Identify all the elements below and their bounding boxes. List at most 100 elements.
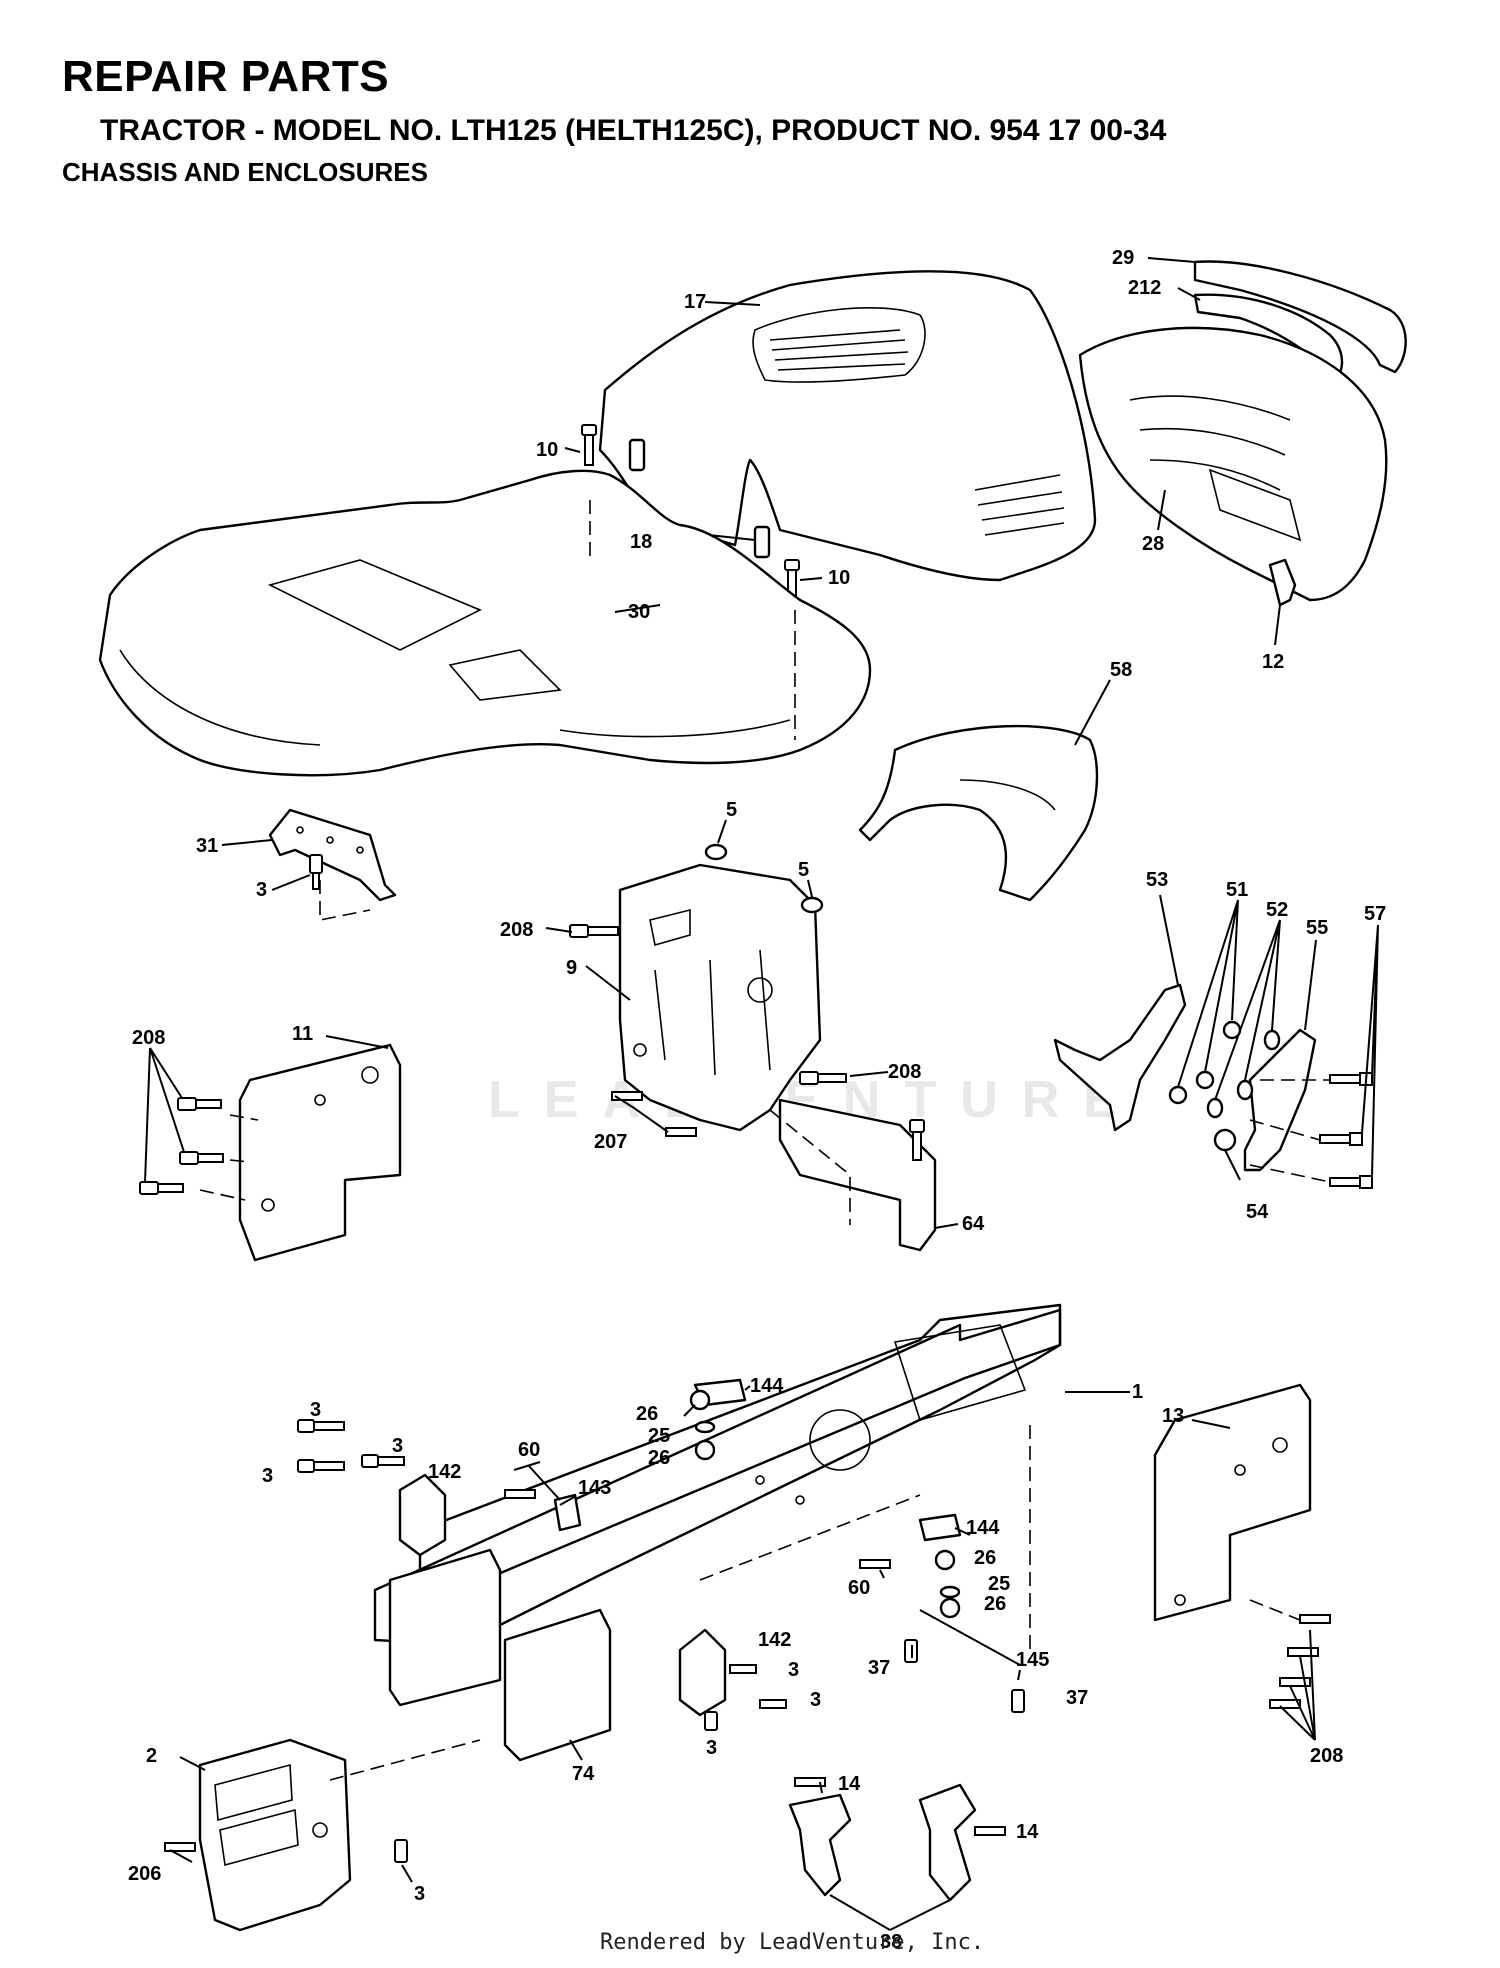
callout-28: 28 — [1142, 533, 1164, 555]
callout-37: 37 — [1066, 1687, 1088, 1709]
callout-58: 58 — [1110, 659, 1132, 681]
callout-145: 145 — [1016, 1649, 1049, 1671]
part-38-pedal-right[interactable] — [918, 1783, 977, 1902]
callout-9: 9 — [566, 957, 577, 979]
callout-3: 3 — [414, 1883, 425, 1905]
callout-13: 13 — [1162, 1405, 1184, 1427]
callout-3: 3 — [810, 1689, 821, 1711]
part-145-rod[interactable] — [919, 1609, 1021, 1666]
callout-10: 10 — [828, 567, 850, 589]
callout-60: 60 — [518, 1439, 540, 1461]
part-207-bolts[interactable] — [611, 1091, 697, 1137]
callout-64: 64 — [962, 1213, 985, 1235]
callout-17: 17 — [684, 291, 706, 313]
callout-52: 52 — [1266, 899, 1288, 921]
part-57-bolts[interactable] — [1319, 1072, 1373, 1189]
part-208-bolt-a[interactable] — [569, 924, 619, 938]
callout-142: 142 — [428, 1461, 461, 1483]
part-52-washers[interactable] — [1206, 1029, 1281, 1119]
callout-12: 12 — [1262, 651, 1284, 673]
callout-3: 3 — [310, 1399, 321, 1421]
callout-144: 144 — [966, 1517, 1000, 1539]
callout-54: 54 — [1246, 1201, 1269, 1223]
part-212-grille-insert[interactable] — [1193, 293, 1344, 382]
callout-30: 30 — [628, 601, 650, 623]
part-54-screw[interactable] — [1213, 1128, 1241, 1181]
part-29-grille-strip[interactable] — [1193, 260, 1407, 374]
part-30-fender[interactable] — [98, 469, 872, 777]
callout-26: 26 — [636, 1403, 658, 1425]
callout-25: 25 — [648, 1425, 670, 1447]
callout-3: 3 — [392, 1435, 403, 1457]
part-51-nuts[interactable] — [1168, 1020, 1242, 1105]
section-title: CHASSIS AND ENCLOSURES — [62, 157, 428, 187]
part-208-bolts-d[interactable] — [1269, 1614, 1331, 1709]
callout-208: 208 — [132, 1027, 165, 1049]
part-3-bolts-left[interactable] — [297, 1419, 787, 1731]
callout-26: 26 — [984, 1593, 1006, 1615]
part-3-bolt-a[interactable] — [309, 854, 323, 890]
callout-38: 38 — [880, 1931, 902, 1953]
callout-14: 14 — [1016, 1821, 1039, 1843]
footer-credit: Rendered by LeadVenture, Inc. — [600, 1930, 985, 1955]
page-title: REPAIR PARTS — [62, 52, 390, 101]
callout-2: 2 — [146, 1745, 157, 1767]
part-14-screws[interactable] — [794, 1777, 1006, 1836]
part-208-bolt-b[interactable] — [799, 1071, 925, 1161]
part-5-grommet-b[interactable] — [800, 896, 824, 914]
callout-11: 11 — [292, 1023, 313, 1045]
callout-3: 3 — [788, 1659, 799, 1681]
part-31-bracket[interactable] — [268, 808, 397, 902]
part-28-hood-front[interactable] — [1078, 326, 1388, 602]
callout-26: 26 — [974, 1547, 996, 1569]
callout-5: 5 — [726, 799, 737, 821]
callout-74: 74 — [572, 1763, 595, 1785]
alignment-lines — [199, 500, 1331, 1781]
callout-208: 208 — [500, 919, 533, 941]
callout-37: 37 — [868, 1657, 890, 1679]
callout-142: 142 — [758, 1629, 791, 1651]
leader-lines — [144, 257, 1379, 1931]
part-9-dash-panel[interactable] — [618, 863, 822, 1132]
part-37-bolts[interactable] — [904, 1639, 1025, 1713]
part-5-grommet-a[interactable] — [704, 843, 728, 861]
part-12-latch[interactable] — [1268, 558, 1297, 646]
callout-5: 5 — [798, 859, 809, 881]
part-206-bolt[interactable] — [164, 1842, 196, 1852]
part-60-bolts[interactable] — [504, 1489, 891, 1569]
callout-208: 208 — [888, 1061, 921, 1083]
part-53-bracket[interactable] — [1053, 983, 1187, 1132]
callout-3: 3 — [256, 879, 267, 901]
callout-3: 3 — [262, 1465, 273, 1487]
part-142-bracket-b[interactable] — [678, 1628, 727, 1717]
part-55-bracket[interactable] — [1243, 1028, 1317, 1172]
callout-208: 208 — [1310, 1745, 1343, 1767]
callout-31: 31 — [196, 835, 218, 857]
callout-143: 143 — [578, 1477, 611, 1499]
part-144-bracket-b[interactable] — [918, 1513, 962, 1542]
callout-57: 57 — [1364, 903, 1386, 925]
part-208-bolts-c[interactable] — [139, 1097, 224, 1195]
part-38-pedal-left[interactable] — [788, 1793, 852, 1897]
part-13-side-plate[interactable] — [1153, 1383, 1312, 1622]
model-subtitle: TRACTOR - MODEL NO. LTH125 (HELTH125C), … — [100, 114, 1167, 147]
part-2-front-plate[interactable] — [198, 1738, 352, 1932]
part-25-26-hardware[interactable] — [689, 1389, 961, 1619]
callout-55: 55 — [1306, 917, 1328, 939]
part-142-bracket-a[interactable] — [398, 1473, 447, 1557]
part-11-side-plate[interactable] — [238, 1043, 402, 1262]
callout-51: 51 — [1226, 879, 1248, 901]
callout-3: 3 — [706, 1737, 717, 1759]
callout-26: 26 — [648, 1447, 670, 1469]
part-10-bolt-a[interactable] — [581, 424, 597, 466]
callout-212: 212 — [1128, 277, 1161, 299]
callout-60: 60 — [848, 1577, 870, 1599]
front-plate-left[interactable] — [388, 1548, 502, 1707]
callout-144: 144 — [750, 1375, 784, 1397]
part-17-hood[interactable] — [598, 270, 1097, 582]
callout-207: 207 — [594, 1131, 627, 1153]
part-3-bolt-h[interactable] — [394, 1839, 408, 1863]
front-plate-center[interactable] — [503, 1608, 612, 1762]
part-58-shield[interactable] — [858, 724, 1099, 902]
